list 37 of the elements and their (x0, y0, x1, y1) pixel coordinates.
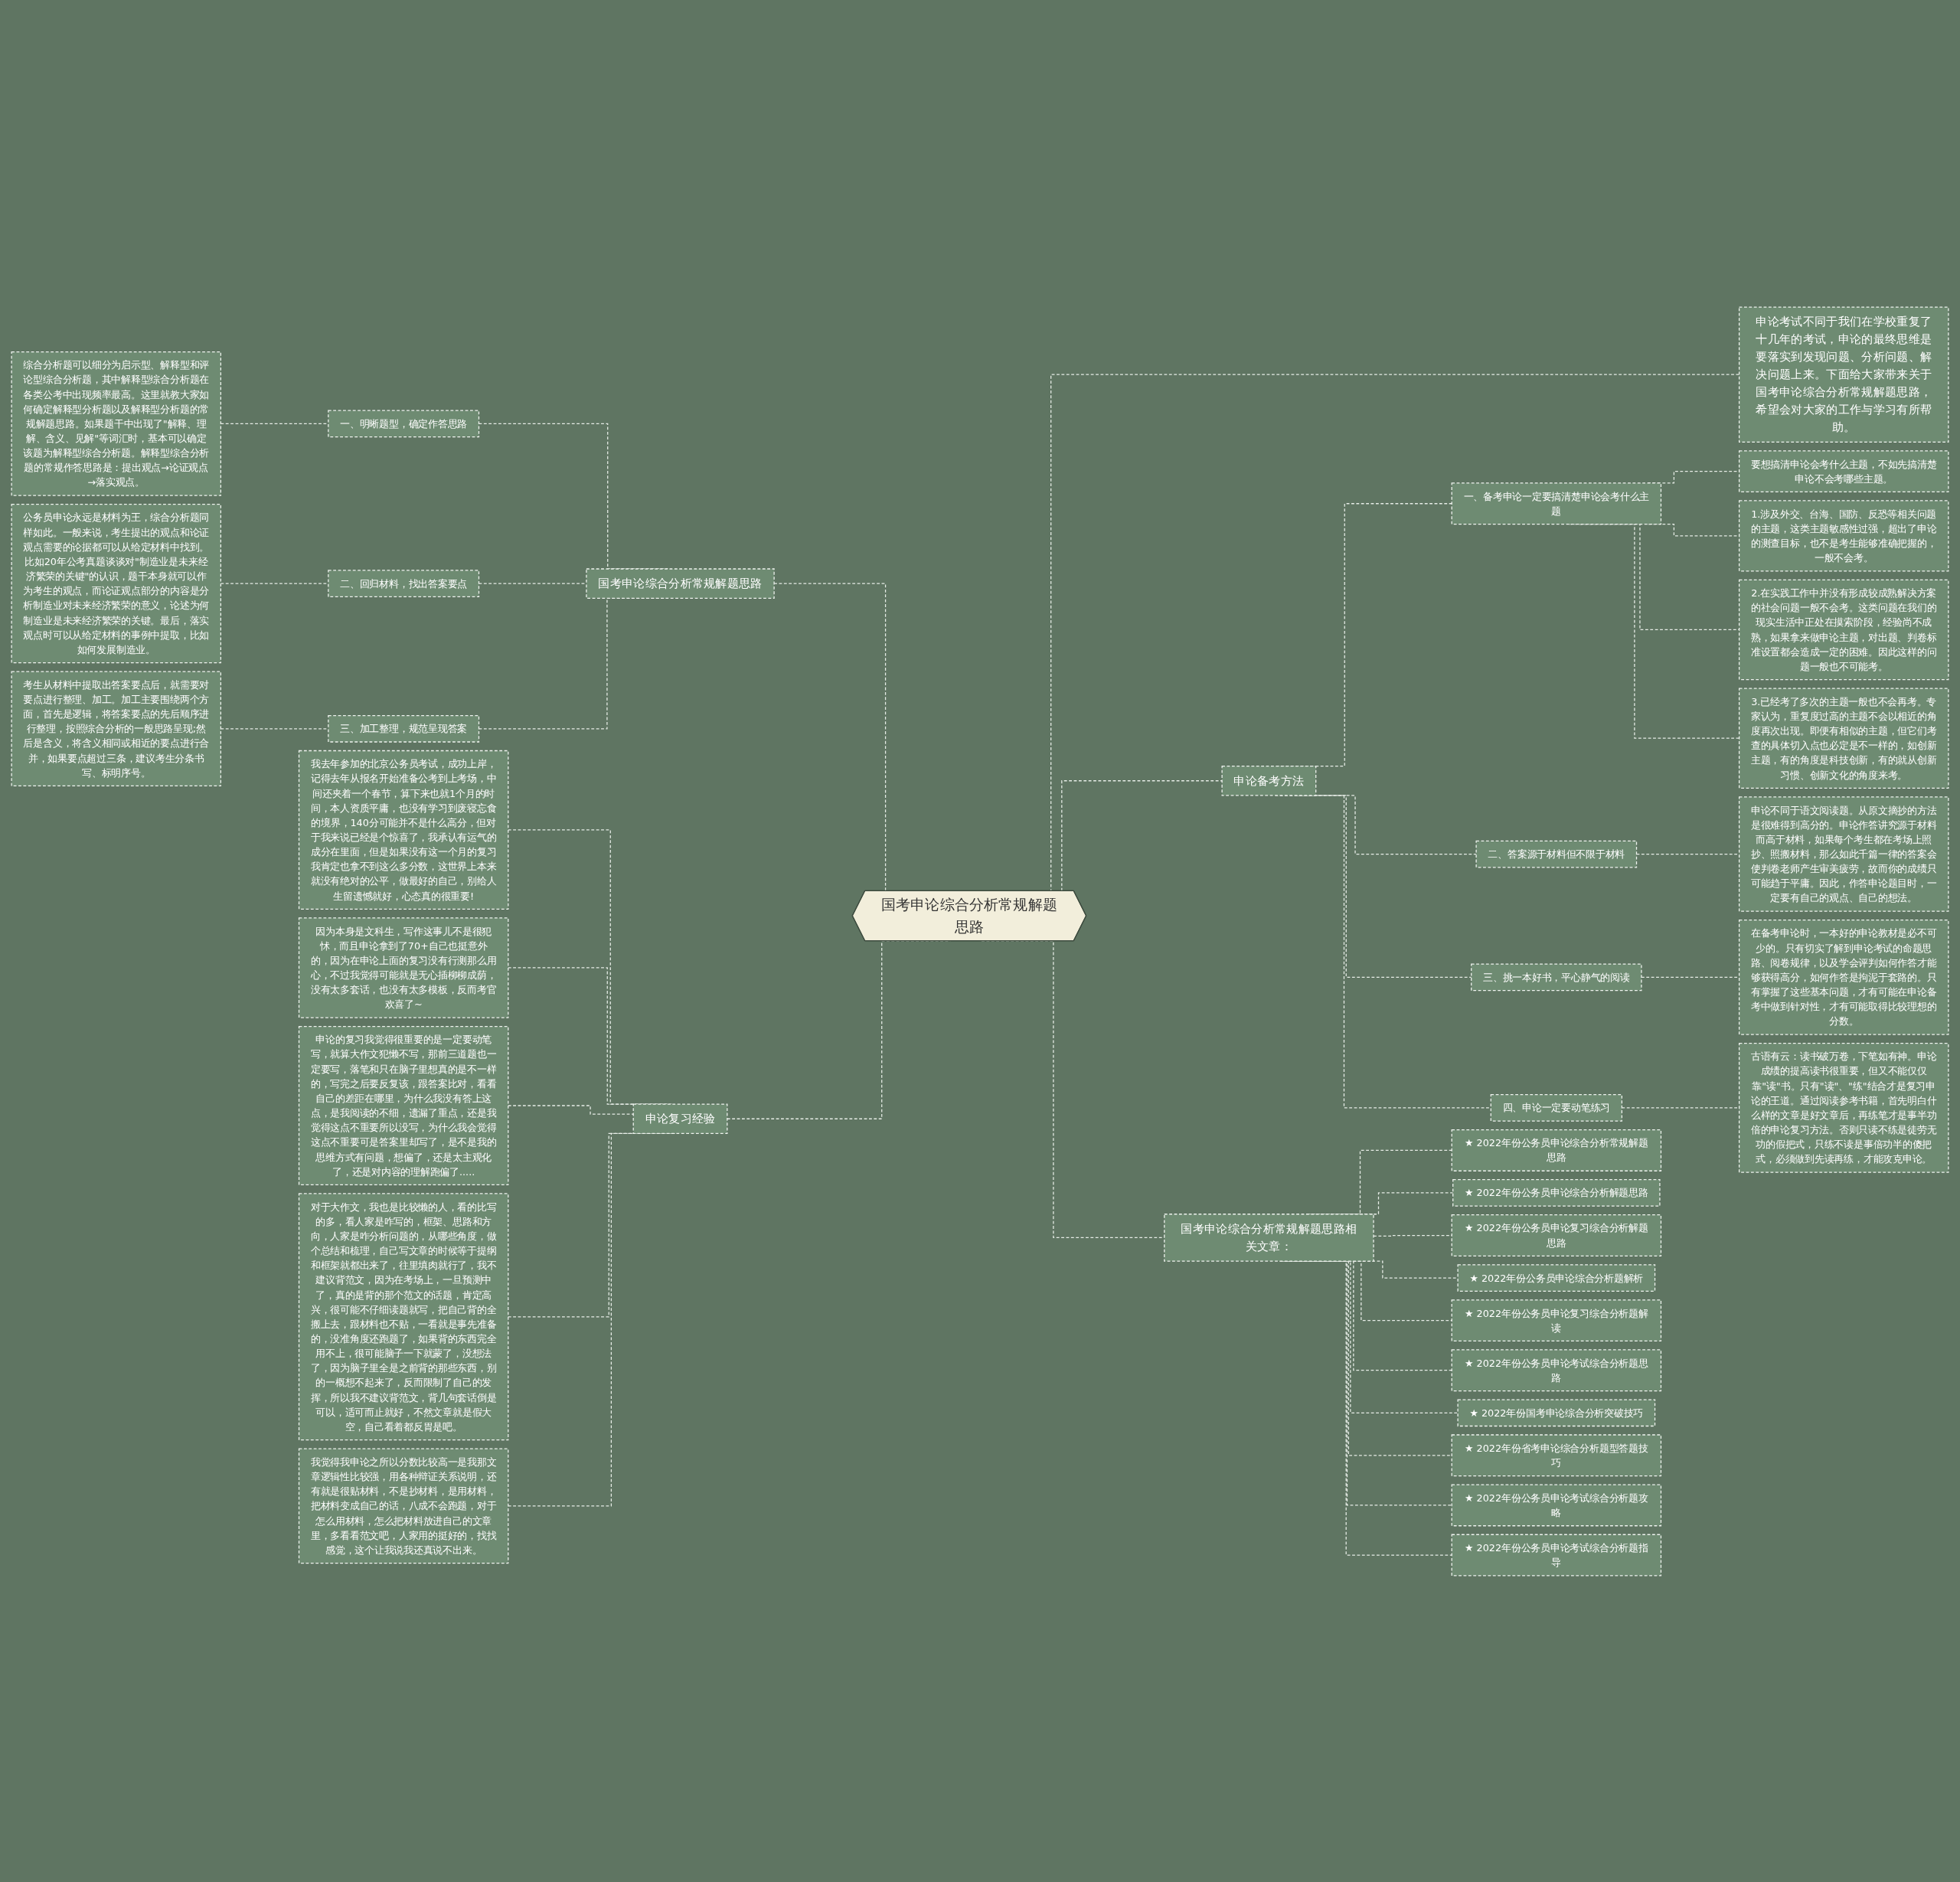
node-box (1457, 1398, 1656, 1426)
node-box (1164, 1213, 1374, 1262)
node-box (1221, 765, 1317, 796)
node-box (328, 410, 480, 437)
node-box (1738, 305, 1949, 443)
node-box (11, 670, 222, 786)
node-box (298, 750, 509, 910)
node-box (1451, 1214, 1662, 1256)
node-box (1738, 579, 1949, 680)
node-box (1738, 919, 1949, 1035)
node-box (1451, 482, 1662, 524)
node-box (1452, 1178, 1661, 1207)
node-box (1475, 840, 1638, 867)
node-box (328, 714, 480, 743)
node-box (1457, 1263, 1656, 1292)
node-box (1738, 499, 1949, 571)
node-box (586, 567, 775, 599)
node-box (1451, 1534, 1662, 1576)
node-box (1738, 687, 1949, 789)
node-box (1738, 449, 1949, 492)
node-box (632, 1103, 728, 1134)
node-box (1738, 796, 1949, 912)
node-box (11, 503, 222, 663)
node-box (11, 351, 222, 496)
node-box (1490, 1093, 1623, 1122)
node-box (328, 569, 480, 597)
node-box (298, 1448, 509, 1563)
node-box (1471, 963, 1642, 991)
node-box (298, 1192, 509, 1440)
node-box (1738, 1042, 1949, 1173)
node-box (1451, 1484, 1662, 1526)
node-box (298, 916, 509, 1018)
node-box (1451, 1433, 1662, 1476)
node-box (1451, 1129, 1662, 1171)
node-box (1451, 1348, 1662, 1391)
node-box (1451, 1299, 1662, 1341)
node-box (298, 1025, 509, 1185)
